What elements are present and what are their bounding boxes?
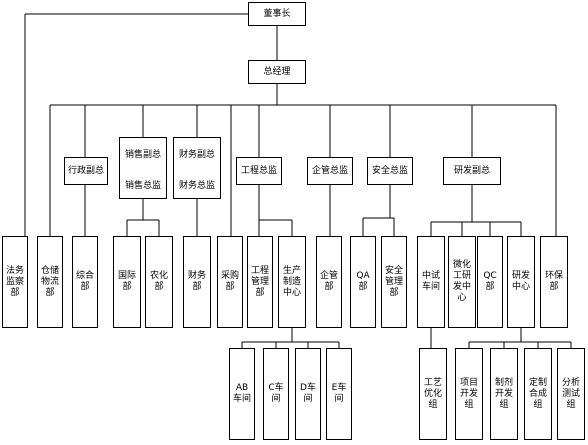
node-custom-synthesis-group: 定制合成组: [524, 348, 552, 440]
node-analysis-testing-group: 分析测试组: [557, 348, 585, 440]
node-admin-vp: 行政副总: [64, 157, 108, 185]
node-warehouse-dept: 仓储物流部: [37, 236, 63, 328]
node-sales-vp: 销售副总: [124, 149, 161, 160]
node-formulation-group: 制剂开发组: [490, 348, 518, 440]
node-qc-dept: QC部: [477, 236, 503, 328]
node-enterprise-director: 企管总监: [307, 157, 353, 185]
node-safety-director: 安全总监: [367, 157, 413, 185]
node-finance-vp-stack: 财务副总 财务总监: [173, 137, 221, 199]
node-sales-director: 销售总监: [124, 180, 161, 191]
node-project-development-group: 项目开发组: [455, 348, 483, 440]
node-safety-mgmt-dept: 安全管理部: [381, 236, 407, 328]
node-agrochem-dept: 农化部: [145, 236, 173, 328]
node-sales-vp-stack: 销售副总 销售总监: [119, 137, 167, 199]
node-legal-dept: 法务监察部: [2, 236, 28, 328]
node-general-dept: 综合部: [72, 236, 98, 328]
node-finance-director: 财务总监: [178, 180, 215, 191]
node-engineering-mgmt-dept: 工程管理部: [247, 236, 273, 328]
node-chairman: 董事长: [248, 2, 306, 26]
node-production-center: 生产制造中心: [278, 236, 306, 328]
node-pilot-workshop: 中试车间: [417, 236, 445, 328]
node-process-optimization-group: 工艺优化组: [419, 348, 447, 440]
node-microchem-rd-center: 微化工研发中心: [448, 236, 476, 328]
node-finance-vp: 财务副总: [178, 149, 215, 160]
node-international-dept: 国际部: [113, 236, 141, 328]
node-general-manager: 总经理: [248, 60, 306, 84]
node-finance-dept: 财务部: [183, 236, 211, 328]
node-ab-workshop: AB车间: [229, 348, 255, 440]
node-enterprise-mgmt-dept: 企管部: [316, 236, 342, 328]
node-environment-dept: 环保部: [540, 236, 568, 328]
node-qa-dept: QA部: [350, 236, 376, 328]
node-c-workshop: C车间: [263, 348, 289, 440]
node-engineering-director: 工程总监: [236, 157, 282, 185]
node-rd-center: 研发中心: [507, 236, 535, 328]
node-d-workshop: D车间: [295, 348, 321, 440]
node-rd-vp: 研发副总: [443, 157, 501, 185]
node-e-workshop: E车间: [326, 348, 352, 440]
node-purchase-dept: 采购部: [217, 236, 243, 328]
